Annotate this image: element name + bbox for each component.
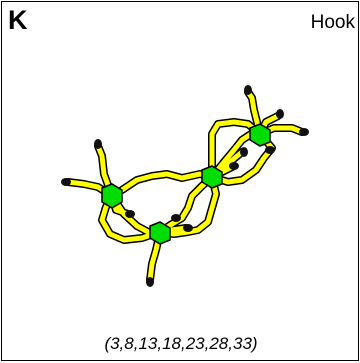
panel-letter: K: [8, 5, 28, 35]
terminal-atom: [61, 178, 71, 186]
terminal-atom: [183, 224, 193, 232]
terminal-atom: [171, 214, 181, 222]
terminal-atom: [146, 277, 154, 287]
junction-node: [201, 165, 223, 189]
panel-title: Hook: [310, 12, 355, 33]
terminal-atoms: [61, 85, 309, 287]
terminal-atom: [299, 128, 309, 136]
junction-node: [149, 221, 171, 245]
terminal-atom: [276, 109, 284, 119]
green-nodes: [101, 123, 271, 245]
junction-node: [101, 183, 123, 209]
terminal-atom: [244, 85, 252, 95]
terminal-atom: [240, 147, 248, 157]
junction-node: [249, 123, 271, 147]
terminal-atom: [265, 146, 275, 154]
backbone-chain: [64, 88, 306, 284]
terminal-atom: [125, 210, 135, 218]
terminal-atom: [229, 162, 239, 170]
sequence-caption: (3,8,13,18,23,28,33): [104, 334, 258, 353]
terminal-atom: [94, 139, 102, 149]
